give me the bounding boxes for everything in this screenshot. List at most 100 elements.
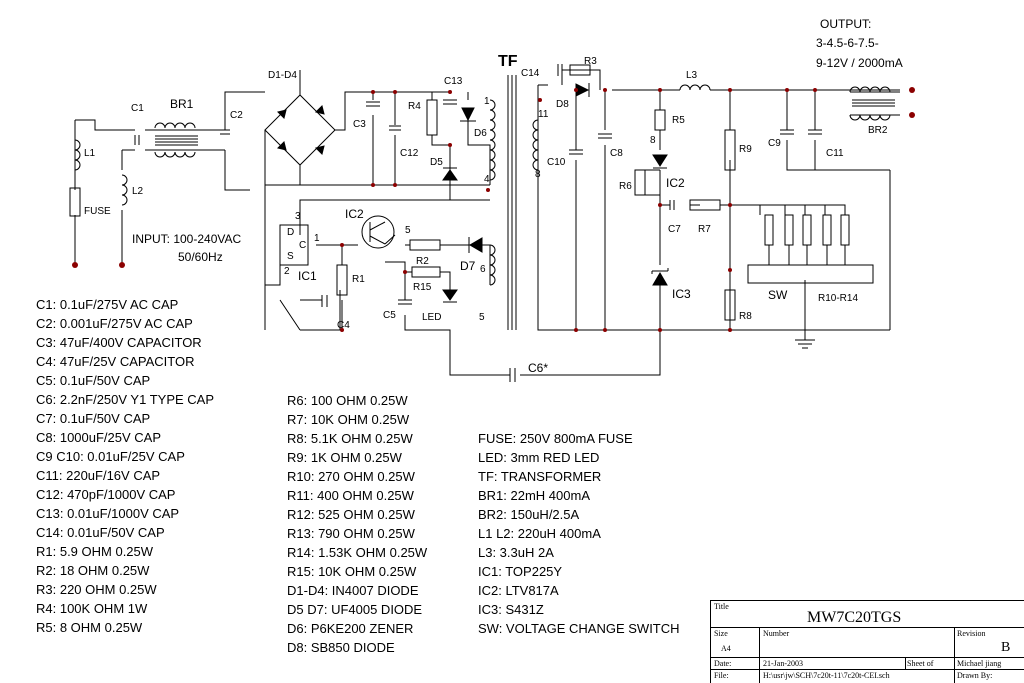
revision-value: B <box>1001 640 1011 655</box>
parts-list-item: R6: 100 OHM 0.25W <box>287 393 408 408</box>
ref-r8: R8 <box>739 311 752 322</box>
parts-list-item: C7: 0.1uF/50V CAP <box>36 411 151 426</box>
parts-list-item: L3: 3.3uH 2A <box>478 545 554 560</box>
number-label: Number <box>763 629 790 638</box>
parts-list-item: D6: P6KE200 ZENER <box>287 621 414 636</box>
parts-list-item: C2: 0.001uF/275V AC CAP <box>36 316 193 331</box>
ref-c13: C13 <box>444 76 463 87</box>
input-label-1: INPUT: 100-240VAC <box>132 232 241 246</box>
ic2-pin-1: 1 <box>314 233 320 244</box>
ref-r3: R3 <box>584 56 597 67</box>
ic2-pin-8: 8 <box>650 135 656 146</box>
ref-d1d4: D1-D4 <box>268 70 297 81</box>
parts-list-item: R14: 1.53K OHM 0.25W <box>287 545 428 560</box>
ref-c5: C5 <box>383 310 396 321</box>
drawing-title: MW7C20TGS <box>807 609 902 626</box>
ref-br1: BR1 <box>170 97 194 111</box>
output-label-1: OUTPUT: <box>820 17 871 31</box>
file-path: H:\usr\jw\SCH\7c20t-11\7c20t-CEI.sch <box>763 671 890 680</box>
size-value: A4 <box>721 644 731 653</box>
parts-list-item: R3: 220 OHM 0.25W <box>36 582 157 597</box>
ref-l3: L3 <box>686 70 698 81</box>
parts-list-item: C12: 470pF/1000V CAP <box>36 487 176 502</box>
parts-list-item: IC3: S431Z <box>478 602 544 617</box>
pin-4: 4 <box>484 174 490 185</box>
parts-list-col1: C1: 0.1uF/275V AC CAP C2: 0.001uF/275V AC… <box>36 295 214 637</box>
components <box>69 64 915 382</box>
ref-d7: D7 <box>460 259 476 273</box>
parts-list-item: C9 C10: 0.01uF/25V CAP <box>36 449 185 464</box>
output-label-2: 3-4.5-6-7.5- <box>816 36 879 50</box>
parts-list-item: IC2: LTV817A <box>478 583 559 598</box>
ref-c4: C4 <box>337 320 350 331</box>
author-value: Michael jiang <box>957 659 1002 668</box>
ref-r7: R7 <box>698 224 711 235</box>
ref-r4: R4 <box>408 101 421 112</box>
pin-2: 2 <box>284 266 290 277</box>
parts-list-item: BR2: 150uH/2.5A <box>478 507 580 522</box>
ref-c3: C3 <box>353 119 366 130</box>
parts-list-item: FUSE: 250V 800mA FUSE <box>478 431 633 446</box>
ic2-pin-5: 5 <box>405 225 411 236</box>
parts-list-item: R8: 5.1K OHM 0.25W <box>287 431 413 446</box>
wires <box>74 69 900 376</box>
parts-list-item: SW: VOLTAGE CHANGE SWITCH <box>478 621 680 636</box>
ref-c10: C10 <box>547 157 566 168</box>
pin-11: 11 <box>538 109 549 120</box>
parts-list-item: C1: 0.1uF/275V AC CAP <box>36 297 179 312</box>
led-pin-5: 5 <box>479 312 485 323</box>
ref-d5: D5 <box>430 157 443 168</box>
ref-d8: D8 <box>556 99 569 110</box>
date-label: Date: <box>714 659 732 668</box>
ref-c7: C7 <box>668 224 681 235</box>
ref-c1: C1 <box>131 103 144 114</box>
parts-list-item: R13: 790 OHM 0.25W <box>287 526 415 541</box>
ref-r10r14: R10-R14 <box>818 293 858 304</box>
parts-list-item: C13: 0.01uF/1000V CAP <box>36 506 180 521</box>
ref-r6: R6 <box>619 181 632 192</box>
ref-r5: R5 <box>672 115 685 126</box>
ref-c6: C6* <box>528 361 548 375</box>
ref-led: LED <box>422 312 441 323</box>
ref-ic2-primary: IC2 <box>345 207 364 221</box>
ref-c2: C2 <box>230 110 243 121</box>
parts-list-item: D8: SB850 DIODE <box>287 640 395 655</box>
parts-list-item: R9: 1K OHM 0.25W <box>287 450 402 465</box>
parts-list-item: C6: 2.2nF/250V Y1 TYPE CAP <box>36 392 215 407</box>
ic1-pin-d: D <box>287 227 294 238</box>
input-label-2: 50/60Hz <box>178 250 223 264</box>
title-block: Title MW7C20TGS Size A4 Number Revision … <box>710 600 1024 683</box>
parts-list-item: R1: 5.9 OHM 0.25W <box>36 544 154 559</box>
parts-list-item: R4: 100K OHM 1W <box>36 601 148 616</box>
parts-list-item: R2: 18 OHM 0.25W <box>36 563 150 578</box>
ref-c9: C9 <box>768 138 781 149</box>
parts-list-col2: R6: 100 OHM 0.25W R7: 10K OHM 0.25W R8: 5.… <box>287 391 427 657</box>
output-label-3: 9-12V / 2000mA <box>816 56 903 70</box>
parts-list-item: C8: 1000uF/25V CAP <box>36 430 162 445</box>
ref-ic2-secondary: IC2 <box>666 176 685 190</box>
title-label: Title <box>714 602 729 611</box>
file-label: File: <box>714 671 729 680</box>
ref-br2: BR2 <box>868 125 888 136</box>
drawn-by-label: Drawn By: <box>957 671 993 680</box>
parts-list-item: C3: 47uF/400V CAPACITOR <box>36 335 202 350</box>
ic1-pin-s: S <box>287 251 294 262</box>
sheet-label: Sheet of <box>907 659 934 668</box>
ref-l2: L2 <box>132 186 144 197</box>
parts-list-item: R7: 10K OHM 0.25W <box>287 412 410 427</box>
ic1-pin-c: C <box>299 240 306 251</box>
ref-d6: D6 <box>474 128 487 139</box>
ref-tf: TF <box>498 53 518 70</box>
parts-list-item: L1 L2: 220uH 400mA <box>478 526 601 541</box>
ref-ic3: IC3 <box>672 287 691 301</box>
ref-fuse: FUSE <box>84 206 111 217</box>
parts-list-item: R15: 10K OHM 0.25W <box>287 564 417 579</box>
parts-list-item: C4: 47uF/25V CAPACITOR <box>36 354 195 369</box>
parts-list-item: C5: 0.1uF/50V CAP <box>36 373 151 388</box>
ref-c12: C12 <box>400 148 419 159</box>
parts-list-item: TF: TRANSFORMER <box>478 469 602 484</box>
ref-ic1: IC1 <box>298 269 317 283</box>
size-label: Size <box>714 629 728 638</box>
